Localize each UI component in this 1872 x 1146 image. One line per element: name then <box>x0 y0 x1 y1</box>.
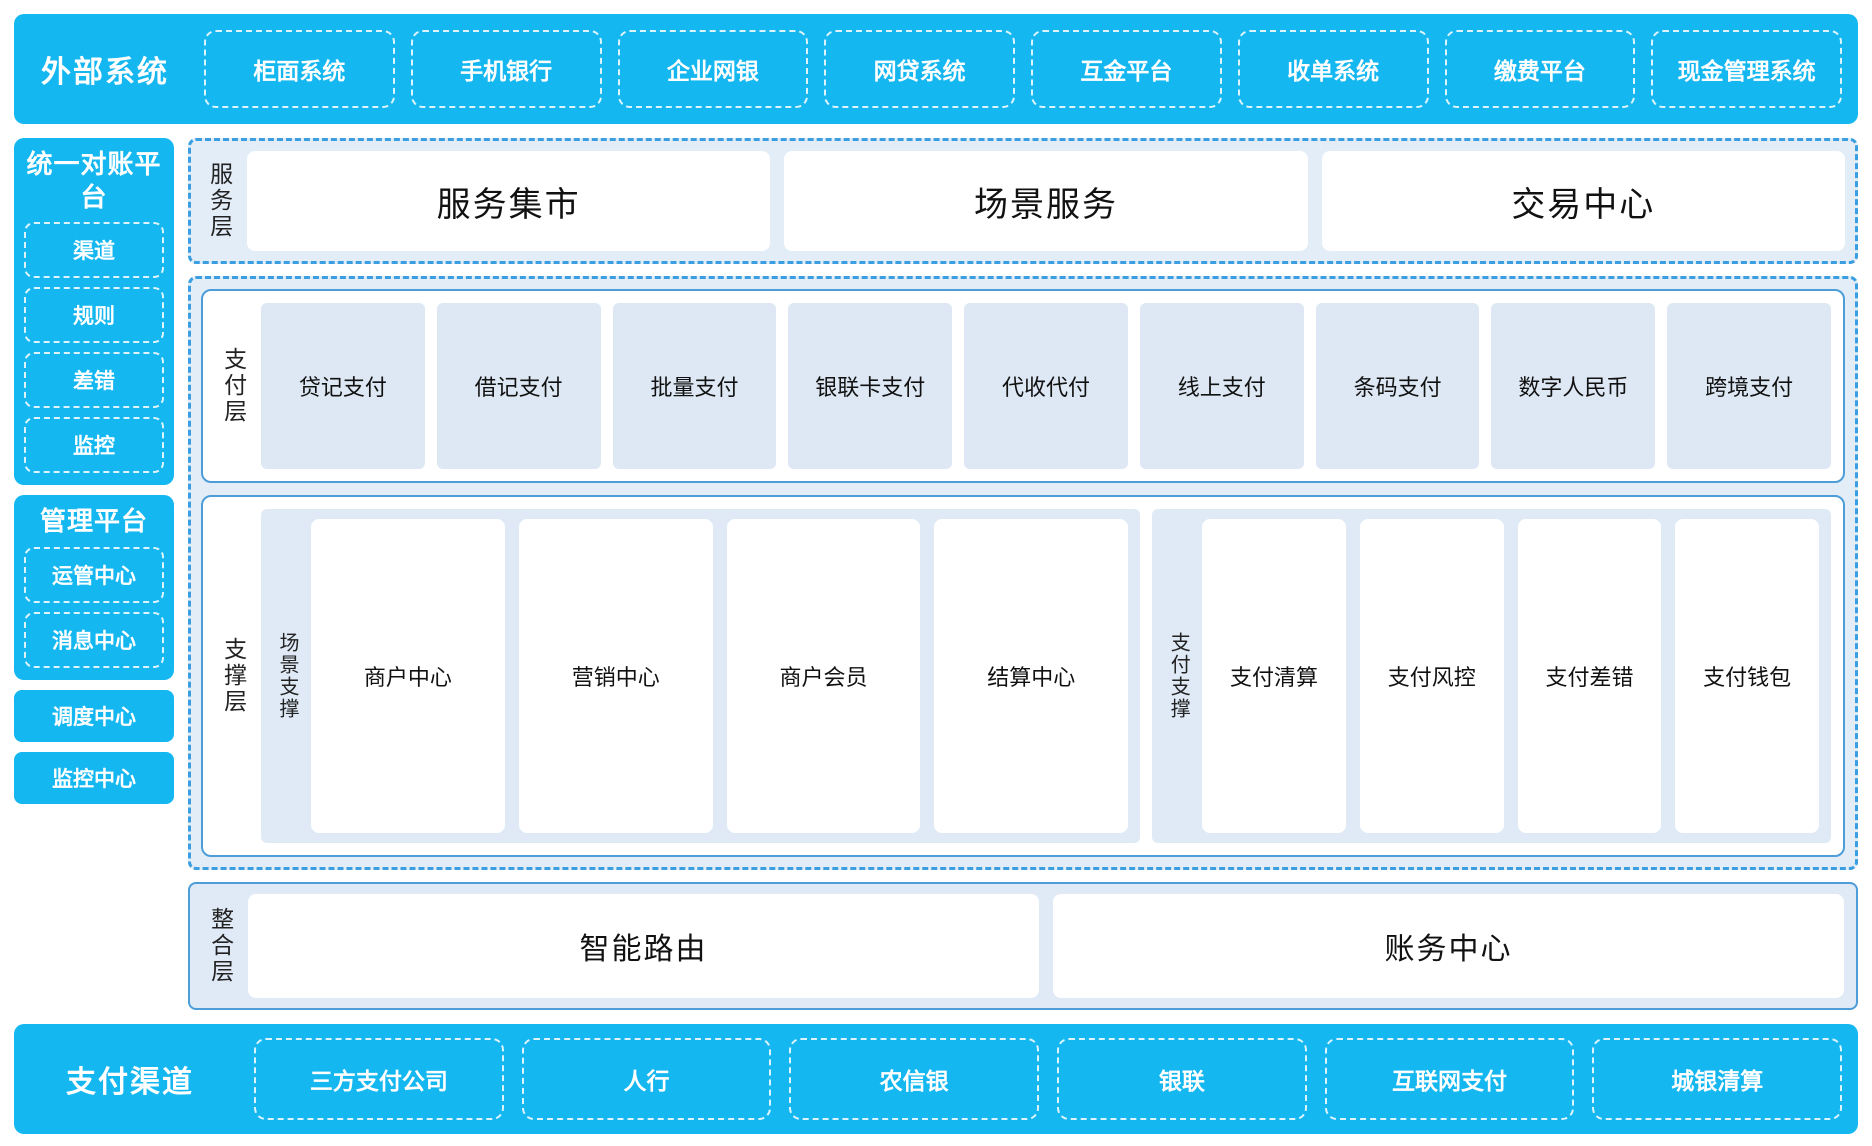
sidebar-item-monitor-center[interactable]: 监控中心 <box>14 751 174 804</box>
payment-channel-chip[interactable]: 人行 <box>521 1038 772 1120</box>
payment-card-collection[interactable]: 代收代付 <box>964 303 1128 469</box>
sidebar-block-reconcile: 统一对账平台 渠道 规则 差错 监控 <box>14 138 174 485</box>
support-card-payment-clearing[interactable]: 支付清算 <box>1202 519 1346 833</box>
external-system-chip[interactable]: 企业网银 <box>617 30 809 108</box>
support-group-scene: 场景支撑 商户中心 营销中心 商户会员 结算中心 <box>261 509 1141 843</box>
payment-channel-chip[interactable]: 互联网支付 <box>1324 1038 1575 1120</box>
manage-platform-title: 管理平台 <box>39 506 148 536</box>
payment-channel-chip-list: 三方支付公司 人行 农信银 银联 互联网支付 城银清算 <box>254 1038 1843 1120</box>
external-system-chip[interactable]: 柜面系统 <box>204 30 395 108</box>
payment-channels-bar: 支付渠道 三方支付公司 人行 农信银 银联 互联网支付 城银清算 <box>14 1024 1858 1134</box>
payment-card-unionpay[interactable]: 银联卡支付 <box>788 303 953 469</box>
support-layer-label: 支撑层 <box>220 637 247 715</box>
service-card-transaction[interactable]: 交易中心 <box>1321 151 1845 251</box>
payment-channels-title: 支付渠道 <box>66 1066 194 1099</box>
service-card-market[interactable]: 服务集市 <box>247 151 771 251</box>
core-layers-panel: 支付层 贷记支付 借记支付 批量支付 银联卡支付 代收代付 线上支付 条码支付 … <box>188 276 1858 870</box>
sidebar-item-schedule-center[interactable]: 调度中心 <box>14 689 174 742</box>
middle-region: 统一对账平台 渠道 规则 差错 监控 管理平台 运管中心 消息中心 调度中心 监… <box>14 138 1858 1010</box>
external-systems-chip-list: 柜面系统 手机银行 企业网银 网贷系统 互金平台 收单系统 缴费平台 现金管理系… <box>204 30 1842 108</box>
service-card-scene[interactable]: 场景服务 <box>784 151 1308 251</box>
support-card-payment-wallet[interactable]: 支付钱包 <box>1675 519 1819 833</box>
sidebar-item-monitor[interactable]: 监控 <box>24 417 164 473</box>
payment-channel-chip[interactable]: 农信银 <box>789 1038 1040 1120</box>
external-systems-bar: 外部系统 柜面系统 手机银行 企业网银 网贷系统 互金平台 收单系统 缴费平台 … <box>14 14 1858 124</box>
sidebar-item-rule[interactable]: 规则 <box>24 287 164 343</box>
support-card-marketing-center[interactable]: 营销中心 <box>518 519 713 833</box>
sidebar-item-operation-center[interactable]: 运管中心 <box>24 546 164 603</box>
support-layer-panel: 支撑层 场景支撑 商户中心 营销中心 商户会员 结算中心 <box>201 495 1845 857</box>
payment-card-batch[interactable]: 批量支付 <box>612 303 777 469</box>
support-card-payment-error[interactable]: 支付差错 <box>1517 519 1662 833</box>
payment-card-digital-rmb[interactable]: 数字人民币 <box>1491 303 1656 469</box>
sidebar-block-manage: 管理平台 运管中心 消息中心 <box>14 495 174 680</box>
support-card-settlement-center[interactable]: 结算中心 <box>934 519 1129 833</box>
support-card-merchant-member[interactable]: 商户会员 <box>726 519 921 833</box>
payment-card-barcode[interactable]: 条码支付 <box>1315 303 1480 469</box>
support-card-merchant-center[interactable]: 商户中心 <box>311 519 505 833</box>
platform-sidebar: 统一对账平台 渠道 规则 差错 监控 管理平台 运管中心 消息中心 调度中心 监… <box>14 138 174 1010</box>
sidebar-item-message-center[interactable]: 消息中心 <box>24 611 164 668</box>
layers-column: 服务层 服务集市 场景服务 交易中心 支付层 贷记支付 <box>188 138 1858 1010</box>
payment-channel-chip[interactable]: 城银清算 <box>1592 1038 1843 1120</box>
payment-card-cross-border[interactable]: 跨境支付 <box>1667 303 1832 469</box>
support-group-payment: 支付支撑 支付清算 支付风控 支付差错 支付钱包 <box>1152 509 1831 843</box>
external-system-chip[interactable]: 网贷系统 <box>824 30 1015 108</box>
external-system-chip[interactable]: 缴费平台 <box>1444 30 1636 108</box>
external-system-chip[interactable]: 现金管理系统 <box>1651 30 1842 108</box>
external-system-chip[interactable]: 互金平台 <box>1031 30 1222 108</box>
integration-layer-panel: 整合层 智能路由 账务中心 <box>188 882 1858 1010</box>
service-layer-panel: 服务层 服务集市 场景服务 交易中心 <box>188 138 1858 264</box>
integration-layer-label: 整合层 <box>207 907 234 985</box>
service-layer-label: 服务层 <box>206 162 233 240</box>
external-system-chip[interactable]: 收单系统 <box>1237 30 1429 108</box>
integration-card-accounting-center[interactable]: 账务中心 <box>1053 894 1844 998</box>
integration-card-smart-routing[interactable]: 智能路由 <box>248 894 1039 998</box>
payment-card-debit[interactable]: 借记支付 <box>436 303 601 469</box>
payment-channel-chip[interactable]: 三方支付公司 <box>254 1038 504 1120</box>
payment-channel-chip[interactable]: 银联 <box>1057 1038 1307 1120</box>
sidebar-item-error[interactable]: 差错 <box>24 352 164 408</box>
payment-card-credit[interactable]: 贷记支付 <box>261 303 425 469</box>
reconcile-platform-title: 统一对账平台 <box>26 149 162 212</box>
payment-layer-label: 支付层 <box>220 347 247 425</box>
scene-support-label: 场景支撑 <box>276 632 298 720</box>
external-systems-title: 外部系统 <box>41 56 169 89</box>
payment-card-online[interactable]: 线上支付 <box>1139 303 1304 469</box>
external-system-chip[interactable]: 手机银行 <box>410 30 602 108</box>
support-card-payment-risk[interactable]: 支付风控 <box>1359 519 1504 833</box>
sidebar-item-channel[interactable]: 渠道 <box>24 222 164 278</box>
payment-support-label: 支付支撑 <box>1167 632 1190 720</box>
payment-layer-panel: 支付层 贷记支付 借记支付 批量支付 银联卡支付 代收代付 线上支付 条码支付 … <box>201 289 1845 483</box>
